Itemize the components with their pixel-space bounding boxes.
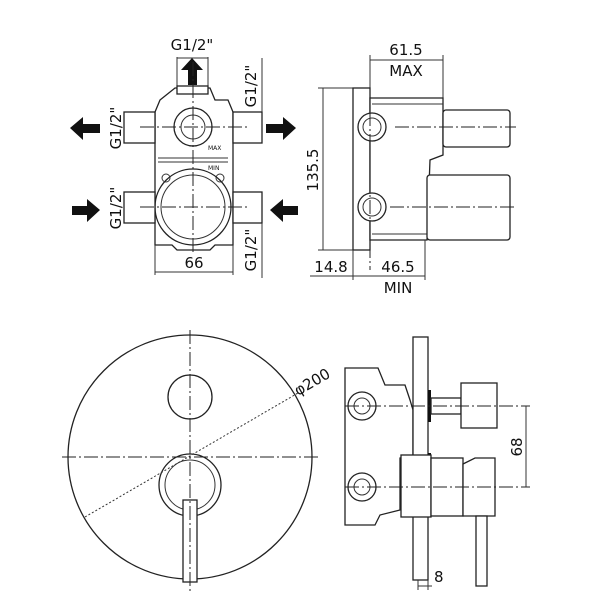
left-upper-outlet-label: G1/2" [107, 107, 125, 150]
arrow-right-icon [266, 117, 296, 140]
height-dimension: 135.5 [304, 149, 322, 192]
plate-thickness-dimension: 8 [434, 568, 444, 586]
min-label: MIN [384, 279, 413, 297]
diameter-dimension: φ200 [291, 365, 333, 400]
arrow-left-icon [270, 199, 298, 222]
top-inlet-label: G1/2" [171, 36, 214, 54]
min-depth-dimension: 46.5 [381, 258, 414, 276]
assembly-side-view: 68 8 [344, 336, 530, 590]
min-mark: MIN [208, 165, 219, 172]
plate-dimension: 14.8 [314, 258, 347, 276]
arrow-left-icon [70, 117, 100, 140]
max-label: MAX [389, 62, 422, 80]
spacing-dimension: 68 [508, 437, 526, 456]
valve-body-side-view: 135.5 61.5 MAX 14.8 46.5 MIN [304, 41, 516, 297]
arrow-right-icon [72, 199, 100, 222]
width-dimension: 66 [184, 254, 203, 272]
trim-plate-front-view: φ200 [62, 330, 333, 592]
right-lower-inlet-label: G1/2" [242, 229, 260, 272]
right-upper-outlet-label: G1/2" [242, 65, 260, 108]
left-lower-inlet-label: G1/2" [107, 187, 125, 230]
max-mark: MAX [208, 145, 221, 152]
max-depth-dimension: 61.5 [389, 41, 422, 59]
arrow-up-icon [181, 58, 203, 85]
valve-body-front-view: G1/2" MAX MIN G1/2" G1/2" G1/2" [70, 36, 298, 278]
